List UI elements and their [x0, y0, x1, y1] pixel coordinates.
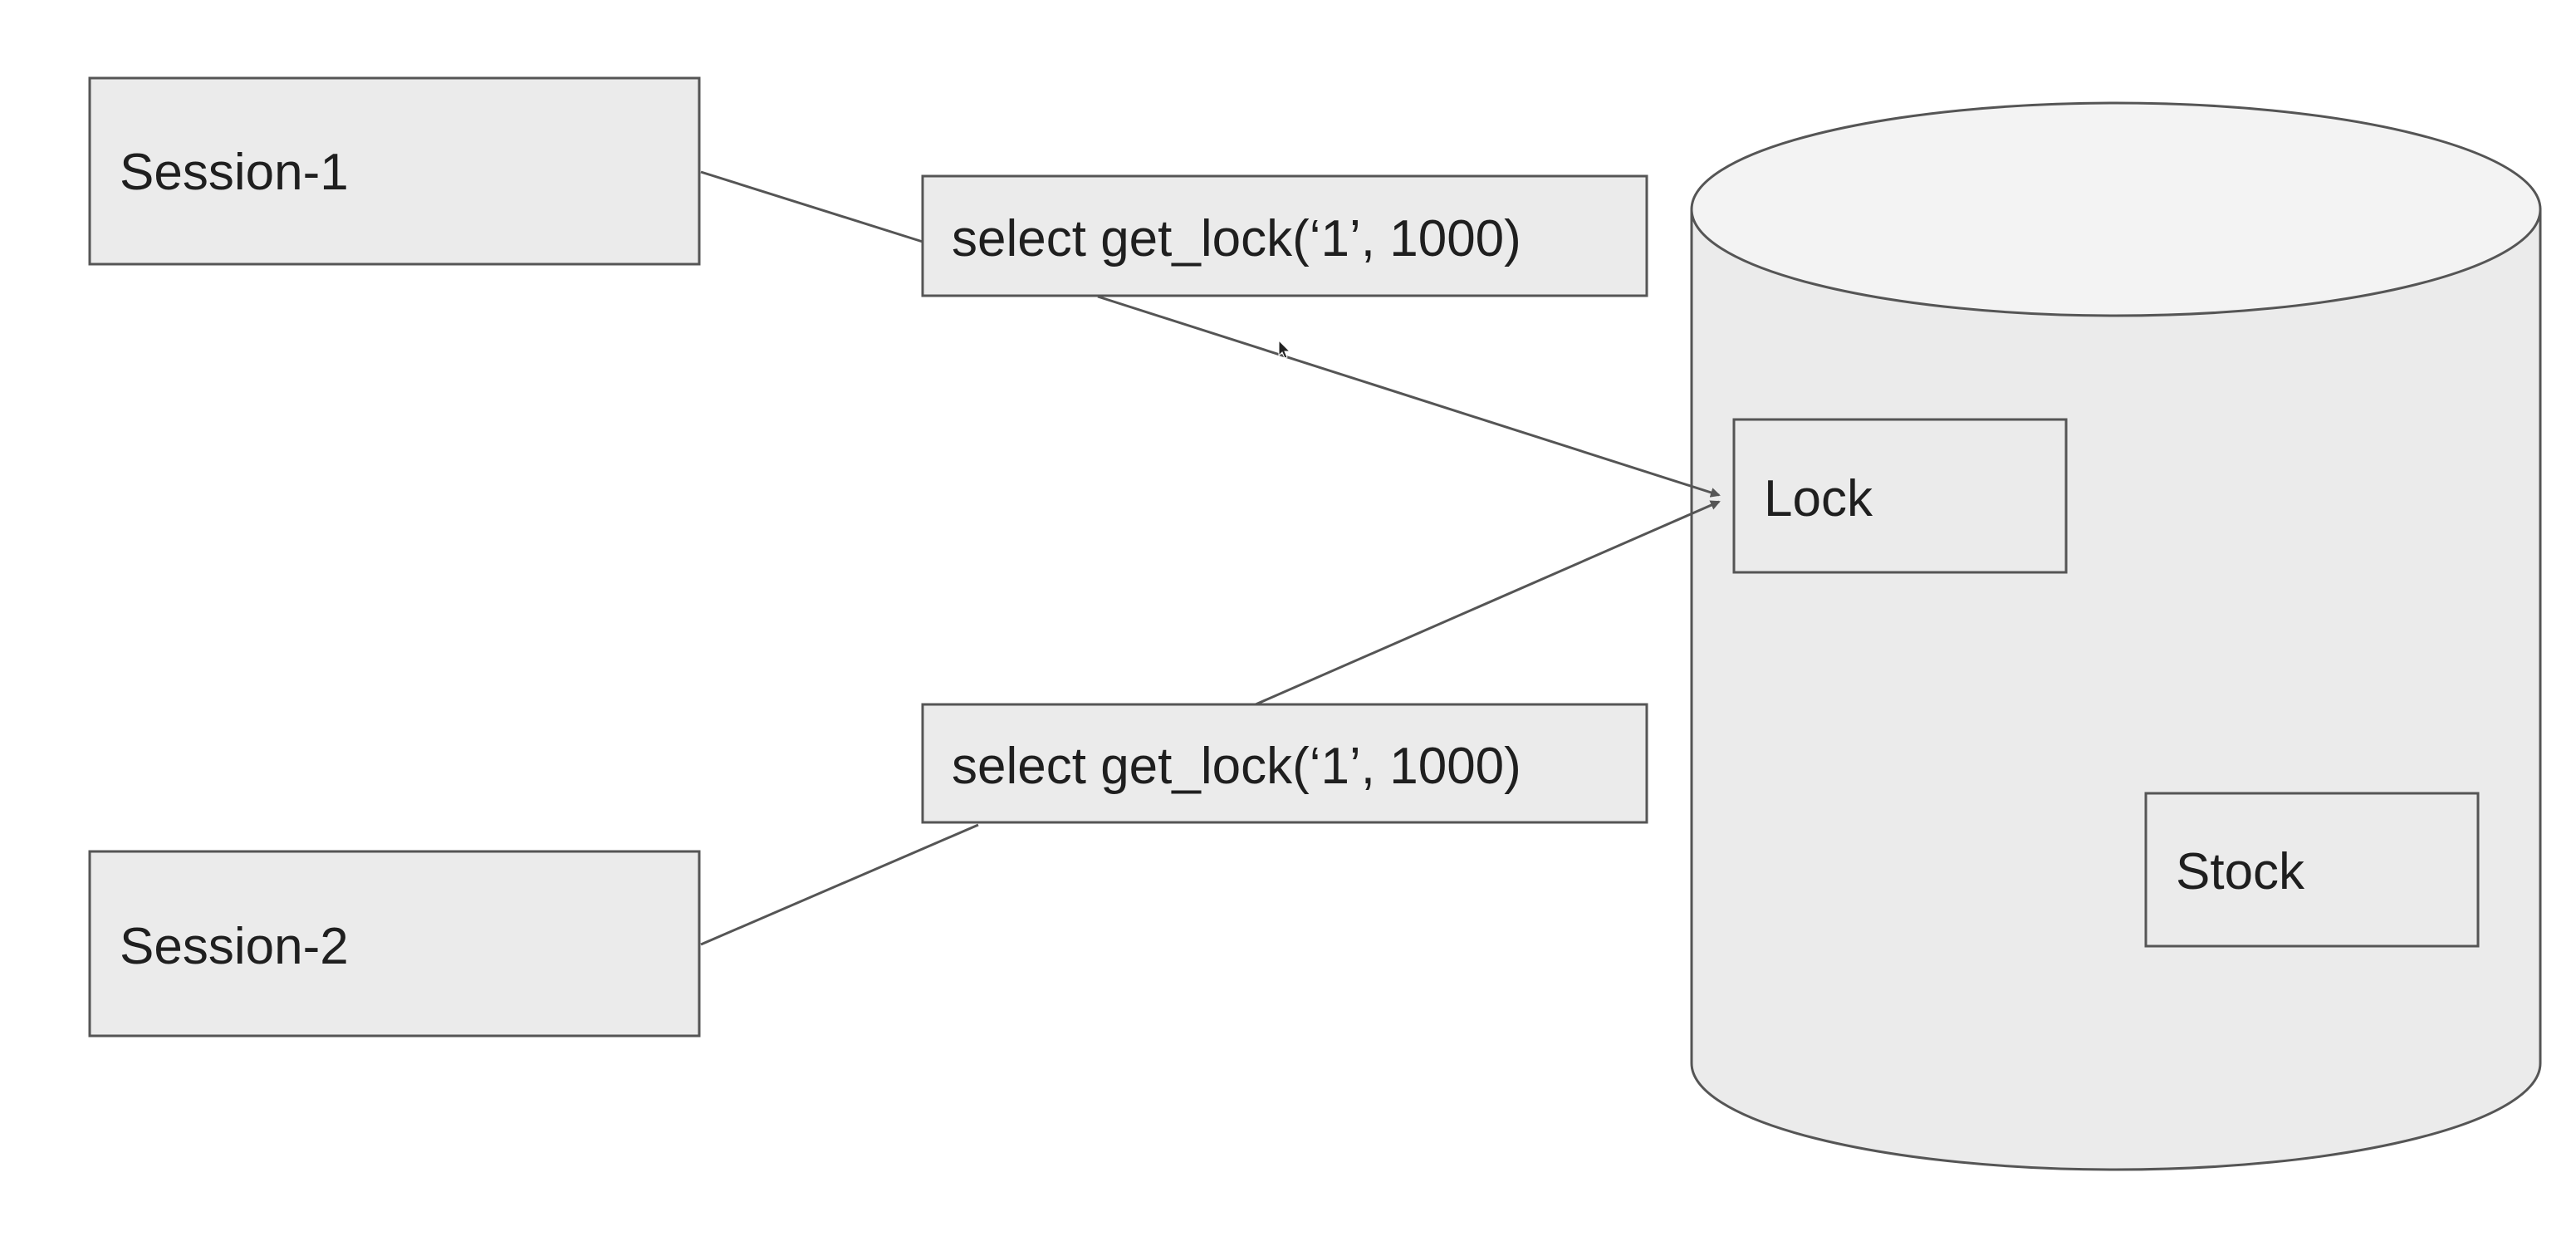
session-2-label: Session-2: [120, 918, 349, 975]
mouse-pointer-icon: [1278, 339, 1291, 359]
connector-query2-to-lock: [1255, 500, 1721, 706]
lock-box[interactable]: Lock: [1732, 418, 2068, 574]
database-cylinder-body: [1690, 208, 2542, 1171]
query-1-box[interactable]: select get_lock(‘1’, 1000): [921, 174, 1648, 297]
query-1-label: select get_lock(‘1’, 1000): [952, 210, 1521, 267]
database-cylinder-top: [1690, 101, 2542, 317]
stock-label: Stock: [2176, 843, 2305, 900]
stock-box[interactable]: Stock: [2144, 792, 2480, 948]
connector-query1-to-lock: [1097, 295, 1721, 498]
session-2-box[interactable]: Session-2: [88, 850, 701, 1038]
session-1-box[interactable]: Session-1: [88, 76, 701, 266]
session-1-label: Session-1: [120, 144, 349, 201]
lock-label: Lock: [1764, 470, 1873, 527]
connector-session1-to-query1: [700, 170, 923, 243]
query-2-box[interactable]: select get_lock(‘1’, 1000): [921, 703, 1648, 824]
query-2-label: select get_lock(‘1’, 1000): [952, 738, 1521, 795]
connector-session2-to-query2: [700, 823, 979, 946]
database-cylinder: [1690, 101, 2542, 1171]
